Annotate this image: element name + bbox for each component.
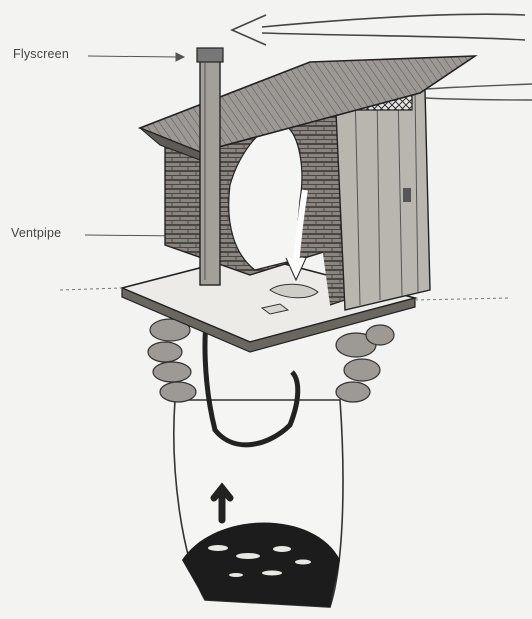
flyscreen-label: Flyscreen [13, 47, 69, 61]
vent-pipe [197, 48, 223, 285]
door-latch [403, 188, 411, 202]
door [335, 90, 430, 310]
flyscreen-leader [88, 53, 184, 61]
airflow-arrow-top [232, 14, 525, 45]
vent-pipe-cap-flyscreen [197, 48, 223, 62]
ventpipe-label: Ventpipe [11, 226, 61, 240]
pit [174, 400, 343, 607]
